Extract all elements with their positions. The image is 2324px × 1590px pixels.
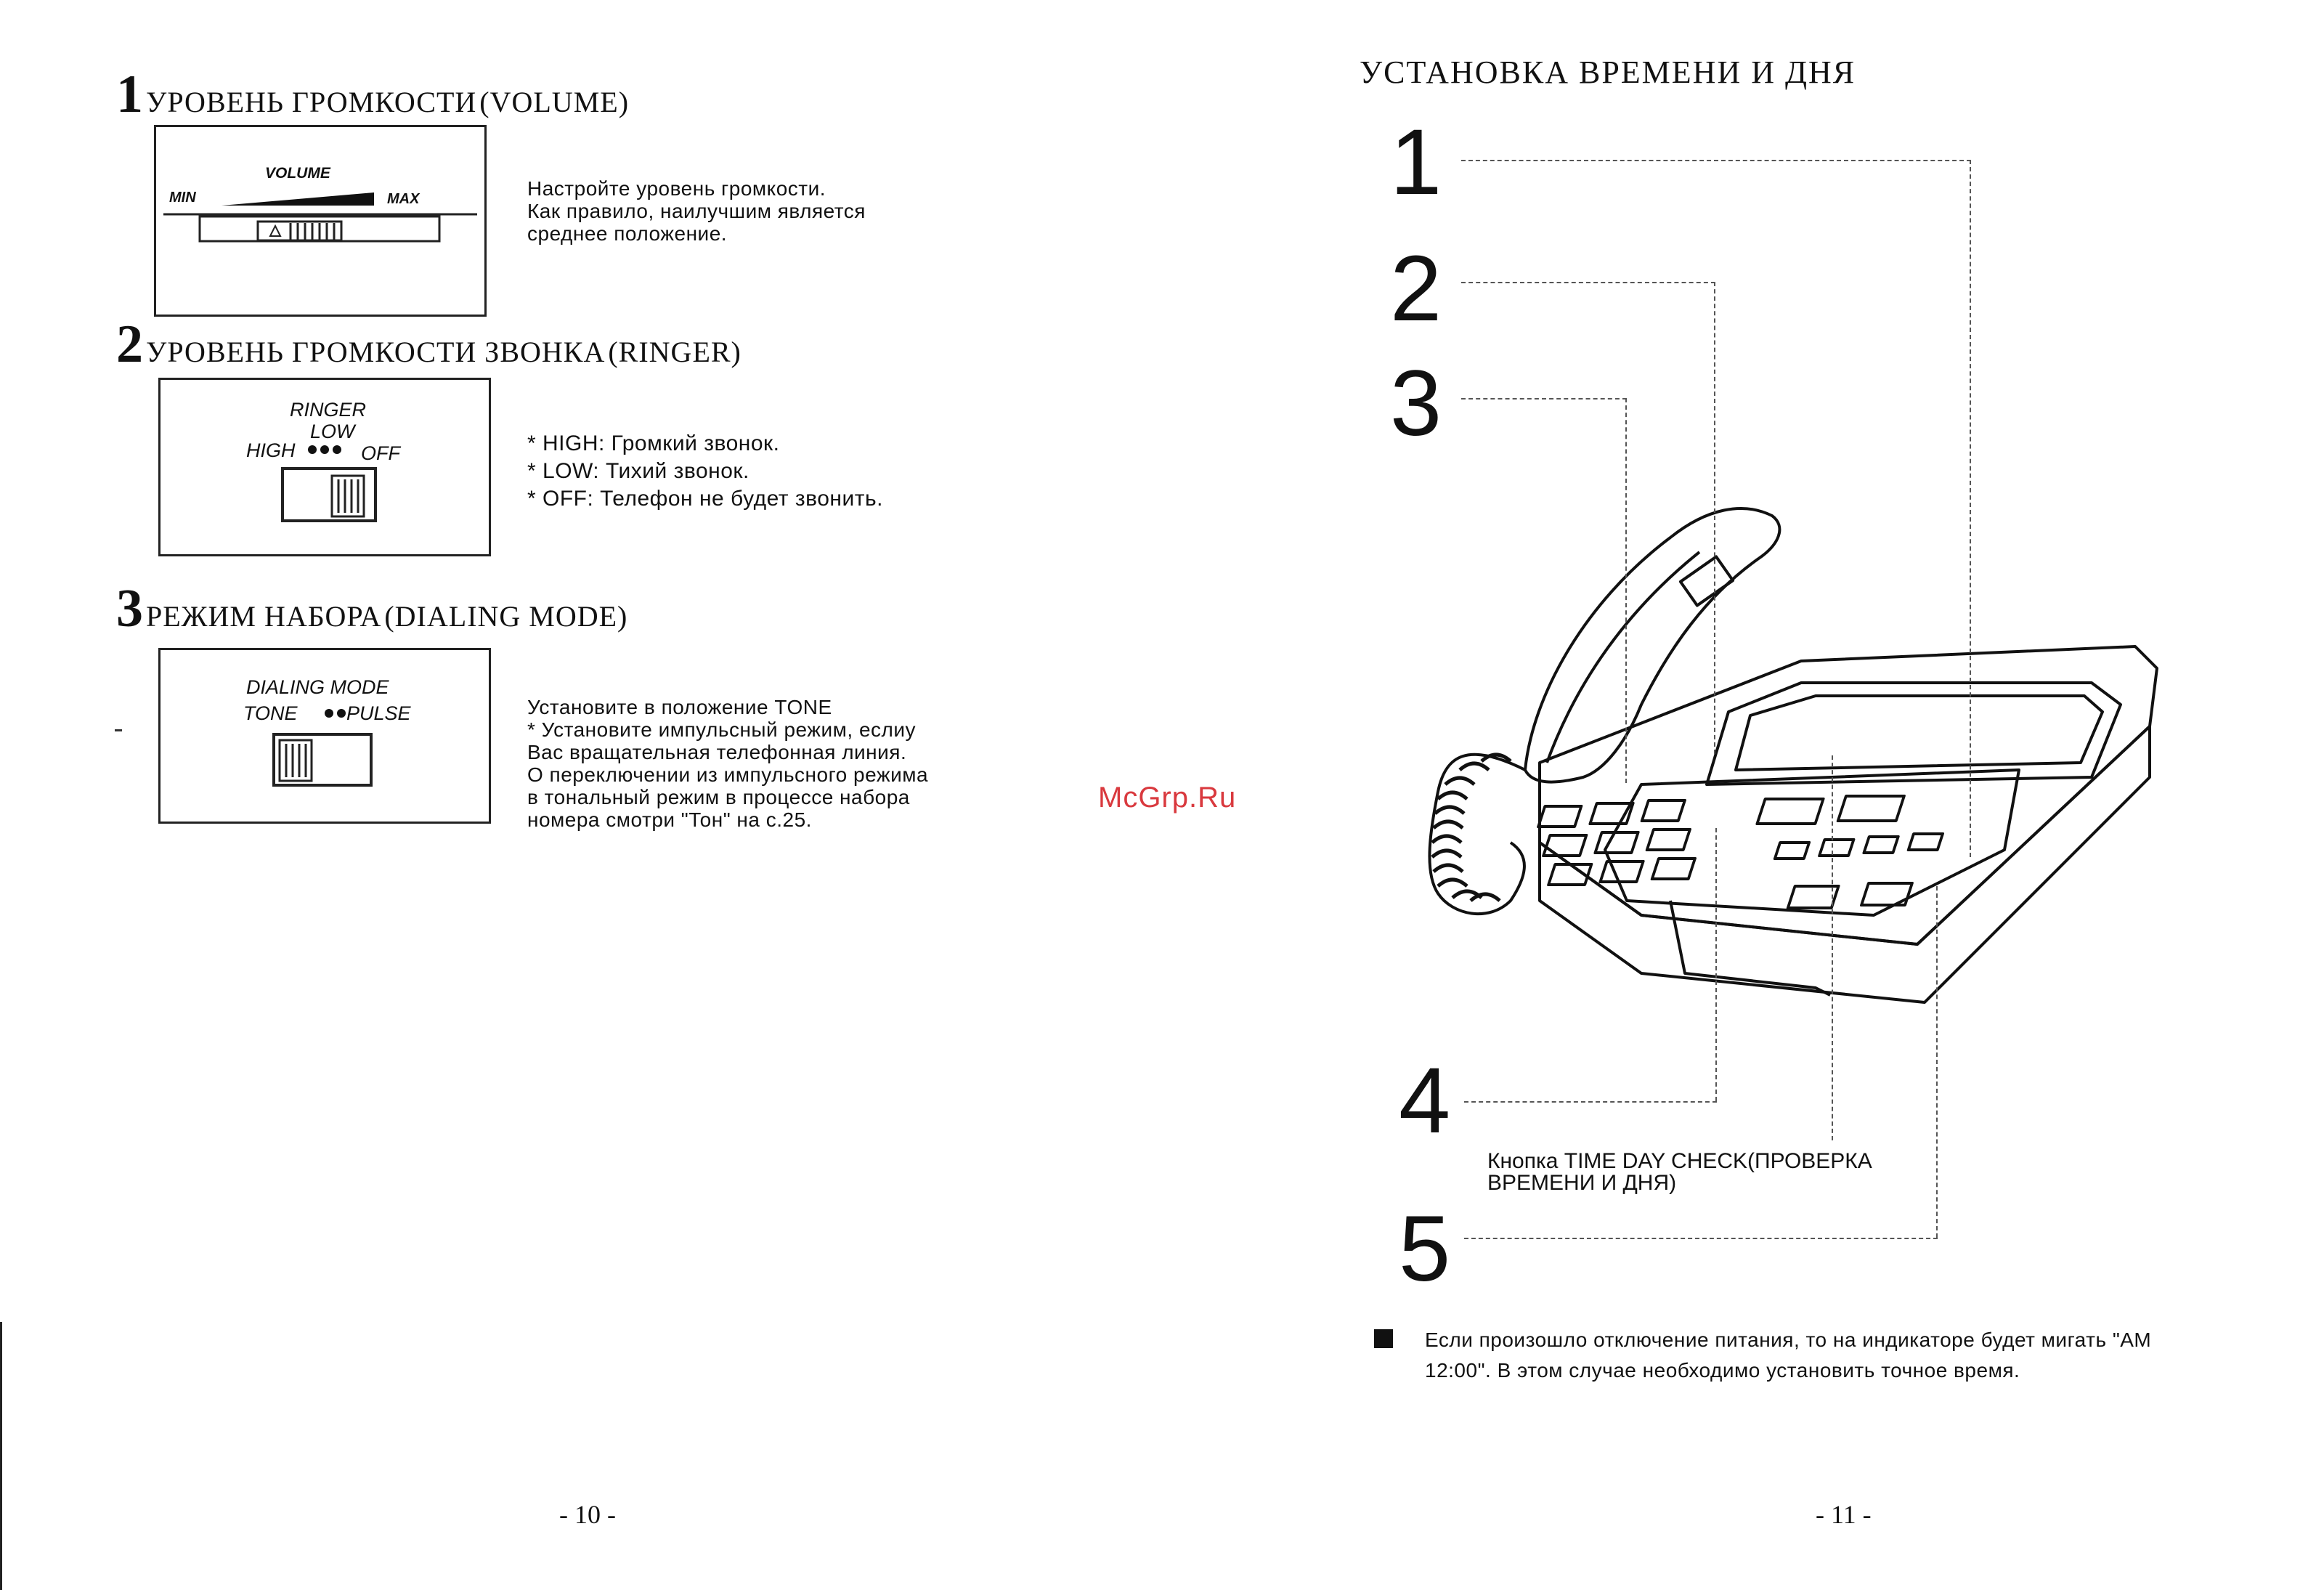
- section-3-description: Установите в положение TONE * Установите…: [527, 696, 928, 831]
- leader-5: [1464, 1238, 1938, 1239]
- section-1-title: УРОВЕНЬ ГРОМКОСТИ: [146, 86, 477, 118]
- desc-line: номера смотри "Тон" на с.25.: [527, 808, 812, 831]
- page-title: УСТАНОВКА ВРЕМЕНИ И ДНЯ: [1360, 54, 1856, 90]
- time-day-check-line: ВРЕМЕНИ И ДНЯ): [1487, 1171, 1677, 1195]
- callout-2: 2: [1390, 237, 1442, 341]
- scan-speck: [115, 729, 122, 731]
- callout-1: 1: [1390, 110, 1442, 214]
- page-number-left: - 10 -: [559, 1500, 616, 1529]
- desc-line: * HIGH: Громкий звонок.: [527, 431, 780, 455]
- section-3-title: РЕЖИМ НАБОРА: [146, 600, 382, 633]
- leader-4-rise: [1715, 828, 1717, 1101]
- section-2-title-en: (RINGER): [608, 336, 742, 368]
- desc-line: * Установите импульсный режим, еслиу: [527, 718, 917, 741]
- ringer-off-label: OFF: [361, 442, 400, 464]
- desc-line: * OFF: Телефон не будет звонить.: [527, 487, 883, 511]
- desc-line: Вас вращательная телефонная линия.: [527, 741, 907, 763]
- watermark: McGrp.Ru: [1098, 782, 1237, 814]
- telephone-illustration: [1428, 507, 2158, 1004]
- page-number-right: - 11 -: [1816, 1500, 1872, 1529]
- volume-panel: VOLUME MIN MAX: [154, 125, 487, 317]
- volume-slider-drawing: [163, 192, 477, 243]
- leader-2: [1461, 282, 1715, 283]
- section-3-number: 3: [116, 579, 143, 638]
- ringer-label: RINGER: [290, 399, 367, 421]
- desc-line: О переключении из импульсного режима: [527, 763, 929, 786]
- leader-check-rise: [1832, 755, 1833, 1140]
- desc-line: Установите в положение TONE: [527, 696, 832, 718]
- volume-max-label: MAX: [387, 191, 420, 207]
- leader-3: [1461, 398, 1627, 399]
- section-2-header: 2 УРОВЕНЬ ГРОМКОСТИ ЗВОНКА (RINGER): [116, 314, 742, 376]
- note-bullet: [1374, 1329, 1393, 1348]
- leader-4: [1464, 1101, 1717, 1103]
- ringer-panel: RINGER LOW HIGH OFF: [158, 378, 491, 556]
- time-day-check-label: Кнопка TIME DAY CHECK(ПРОВЕРКА ВРЕМЕНИ И…: [1487, 1151, 1872, 1194]
- callout-3: 3: [1390, 352, 1442, 455]
- desc-line: Настройте уровень громкости.: [527, 177, 826, 200]
- dialing-mode-label: DIALING MODE: [246, 676, 389, 698]
- leader-3-drop: [1625, 398, 1627, 783]
- volume-label: VOLUME: [265, 165, 330, 182]
- desc-line: среднее положение.: [527, 222, 728, 245]
- section-1-description: Настройте уровень громкости. Как правило…: [527, 177, 866, 245]
- volume-min-label: MIN: [169, 190, 196, 206]
- leader-2-drop: [1714, 282, 1715, 754]
- note-line: Если произошло отключение питания, то на…: [1425, 1329, 2152, 1351]
- callout-5: 5: [1399, 1197, 1451, 1301]
- dialing-switch-drawing: [272, 709, 373, 787]
- desc-line: Как правило, наилучшим является: [527, 200, 866, 222]
- dialing-tone-label: TONE: [243, 702, 298, 724]
- section-1-number: 1: [116, 65, 143, 124]
- section-2-number: 2: [116, 315, 143, 374]
- note-line: 12:00". В этом случае необходимо установ…: [1425, 1359, 2020, 1382]
- leader-1: [1461, 160, 1971, 161]
- section-2-title: УРОВЕНЬ ГРОМКОСТИ ЗВОНКА: [146, 336, 606, 368]
- section-1-header: 1 УРОВЕНЬ ГРОМКОСТИ (VOLUME): [116, 64, 629, 126]
- ringer-high-label: HIGH: [246, 439, 296, 461]
- desc-line: * LOW: Тихий звонок.: [527, 459, 749, 483]
- time-day-check-line: Кнопка TIME DAY CHECK(ПРОВЕРКА: [1487, 1149, 1872, 1173]
- dialing-pulse-label: PULSE: [346, 702, 411, 724]
- ringer-low-label: LOW: [310, 421, 355, 442]
- page-edge: [0, 1322, 2, 1590]
- section-2-description: * HIGH: Громкий звонок. * LOW: Тихий зво…: [527, 430, 883, 513]
- ringer-switch-drawing: [281, 445, 377, 522]
- section-3-title-en: (DIALING MODE): [384, 600, 628, 633]
- leader-5-rise: [1936, 886, 1938, 1238]
- dialing-mode-panel: DIALING MODE TONE PULSE: [158, 648, 491, 824]
- leader-1-drop: [1970, 160, 1971, 857]
- power-failure-note: Если произошло отключение питания, то на…: [1425, 1325, 2151, 1386]
- section-3-header: 3 РЕЖИМ НАБОРА (DIALING MODE): [116, 578, 627, 640]
- callout-4: 4: [1399, 1049, 1451, 1153]
- section-1-title-en: (VOLUME): [479, 86, 630, 118]
- desc-line: в тональный режим в процессе набора: [527, 786, 910, 808]
